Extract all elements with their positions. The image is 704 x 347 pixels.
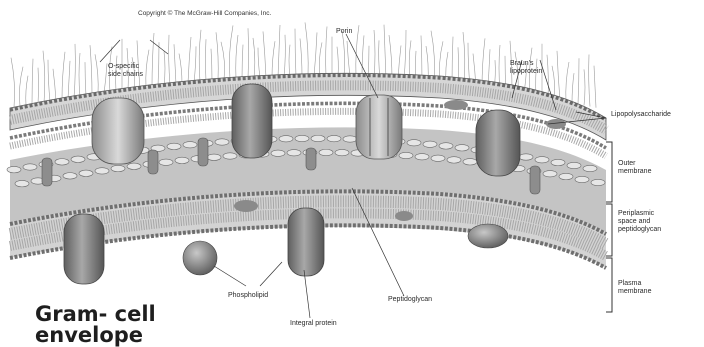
label-porin: Porin [336, 28, 352, 36]
layer-bracket [606, 142, 612, 312]
label-brauns-lipoprotein: Braun's lipoprotein [510, 60, 542, 76]
label-integral-protein: Integral protein [290, 320, 337, 328]
diagram-title: Gram- cell envelope [35, 304, 156, 346]
title-line-2: envelope [35, 325, 156, 346]
label-plasma-membrane: Plasma membrane [618, 280, 651, 296]
title-line-1: Gram- cell [35, 304, 156, 325]
copyright-notice: Copyright © The McGraw-Hill Companies, I… [138, 10, 271, 17]
label-phospholipid: Phospholipid [228, 292, 268, 300]
label-peptidoglycan: Peptidoglycan [388, 296, 432, 304]
label-o-specific-side-chains: O-specific side chains [108, 63, 143, 79]
label-periplasmic-space: Periplasmic space and peptidoglycan [618, 210, 661, 234]
label-lipopolysaccharide: Lipopolysaccharide [611, 111, 671, 119]
label-outer-membrane: Outer membrane [618, 160, 651, 176]
